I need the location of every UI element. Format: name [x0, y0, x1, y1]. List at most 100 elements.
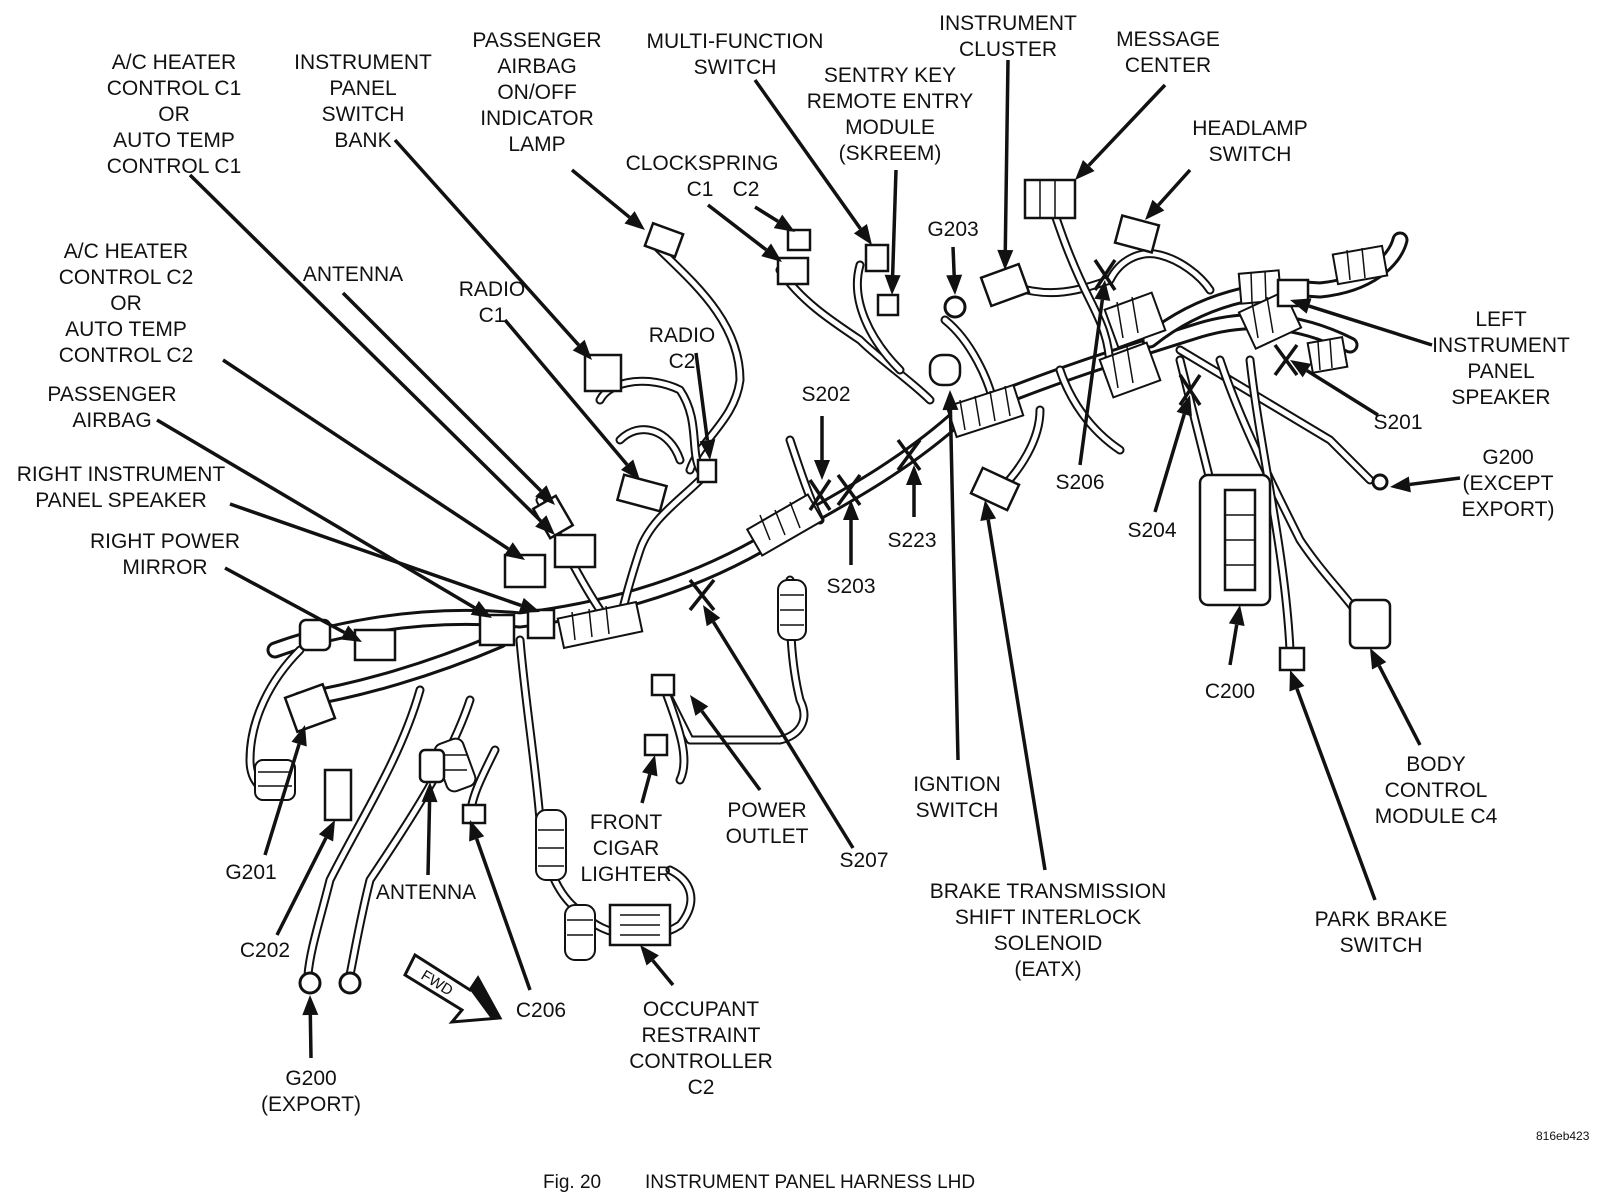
- tape-wrap: [745, 493, 825, 557]
- instrument-cluster-connector: [979, 262, 1031, 308]
- tape-wrap: [945, 383, 1025, 439]
- radio-c2-connector: [696, 458, 718, 484]
- label-line: CONTROLLER: [629, 1050, 773, 1073]
- main-harness-trunk: [266, 231, 1409, 709]
- fwd-arrow: FWD: [403, 952, 503, 1024]
- label-line: RIGHT POWER: [90, 530, 240, 553]
- label-line: RESTRAINT: [641, 1024, 760, 1047]
- label-line: INSTRUMENT: [294, 51, 432, 74]
- label-g200-export: G200(EXPORT): [261, 1067, 361, 1116]
- leader-arrow: [393, 138, 592, 360]
- label-line: C2: [669, 350, 696, 373]
- c202-connector: [323, 768, 353, 822]
- label-message-center: MESSAGE CENTER: [1116, 28, 1220, 77]
- leader-arrow: [640, 755, 658, 804]
- label-line: CENTER: [1125, 54, 1211, 77]
- label-s204: S204: [1127, 519, 1176, 542]
- leader-arrow: [341, 291, 555, 505]
- tape-wrap: [1306, 335, 1349, 374]
- label-line: S207: [839, 849, 888, 872]
- label-s202: S202: [801, 383, 850, 406]
- label-line: C206: [516, 999, 566, 1022]
- leader-arrow: [302, 995, 319, 1059]
- label-line: RIGHT INSTRUMENT: [17, 463, 226, 486]
- label-line: AUTO TEMP: [113, 129, 235, 152]
- tape-wrap: [535, 809, 567, 881]
- label-line: AUTO TEMP: [65, 318, 187, 341]
- leader-arrow: [1290, 298, 1433, 347]
- g201-connector: [283, 682, 337, 734]
- splice-marks: [688, 259, 1299, 612]
- label-line: ON/OFF: [497, 81, 576, 104]
- label-line: CIGAR: [593, 837, 660, 860]
- leader-arrow: [503, 318, 640, 480]
- right-mirror-connector: [353, 628, 397, 662]
- tape-wrap: [556, 600, 644, 650]
- label-line: CONTROL C1: [107, 155, 242, 178]
- tape-wrap: [1331, 244, 1389, 286]
- label-antenna-top: ANTENNA: [303, 263, 403, 286]
- ac-heater-c1-connector: [553, 533, 597, 569]
- splice-s223: [896, 438, 922, 472]
- g200-except-export-ring: [1371, 473, 1389, 491]
- label-line: G201: [225, 861, 276, 884]
- label-line: MESSAGE: [1116, 28, 1220, 51]
- park-brake-connector: [1278, 646, 1306, 672]
- label-line: SWITCH: [322, 103, 405, 126]
- leader-arrow: [222, 358, 525, 560]
- label-line: INSTRUMENT: [939, 12, 1077, 35]
- figure-title: INSTRUMENT PANEL HARNESS LHD: [645, 1172, 975, 1193]
- multi-function-switch-connector: [864, 243, 890, 273]
- ac-heater-c2-connector: [503, 553, 547, 589]
- label-line: SENTRY KEY: [824, 64, 956, 87]
- label-line: S223: [887, 529, 936, 552]
- headlamp-switch-connector: [1113, 214, 1161, 254]
- leader-arrow: [884, 169, 901, 295]
- leader-arrow: [640, 945, 675, 987]
- leader-arrow: [1228, 605, 1245, 666]
- antenna-bottom-connector: [418, 748, 446, 784]
- skreem-connector: [876, 293, 900, 317]
- label-line: S206: [1055, 471, 1104, 494]
- leader-arrow: [156, 418, 492, 618]
- label-line: INDICATOR: [480, 107, 594, 130]
- label-line: (SKREEM): [839, 142, 942, 165]
- label-line: SWITCH: [1209, 143, 1292, 166]
- leader-arrow: [188, 173, 555, 535]
- label-line: CONTROL C1: [107, 77, 242, 100]
- g200-export-ring-left: [298, 971, 322, 995]
- label-line: CONTROL C2: [59, 266, 194, 289]
- label-line: S202: [801, 383, 850, 406]
- splice-s202: [808, 479, 832, 511]
- label-line: SWITCH: [1340, 934, 1423, 957]
- connectors: [283, 178, 1392, 995]
- label-line: CONTROL: [1385, 779, 1488, 802]
- leader-arrow: [263, 725, 307, 856]
- label-g201: G201: [225, 861, 276, 884]
- label-line: BANK: [334, 129, 391, 152]
- label-s203: S203: [826, 575, 875, 598]
- tape-wrap: [1098, 341, 1162, 399]
- label-line: BODY: [1406, 753, 1466, 776]
- label-line: CONTROL C2: [59, 344, 194, 367]
- leader-arrow: [1290, 360, 1379, 417]
- label-line: EXPORT): [1462, 498, 1555, 521]
- leader-arrow: [946, 246, 963, 295]
- leader-arrow: [570, 168, 645, 230]
- label-line: MULTI-FUNCTION: [647, 30, 824, 53]
- splice-s207: [688, 578, 716, 612]
- label-line: PANEL: [1467, 360, 1534, 383]
- cigar-lighter-connector: [643, 733, 669, 757]
- label-line: SWITCH: [916, 799, 999, 822]
